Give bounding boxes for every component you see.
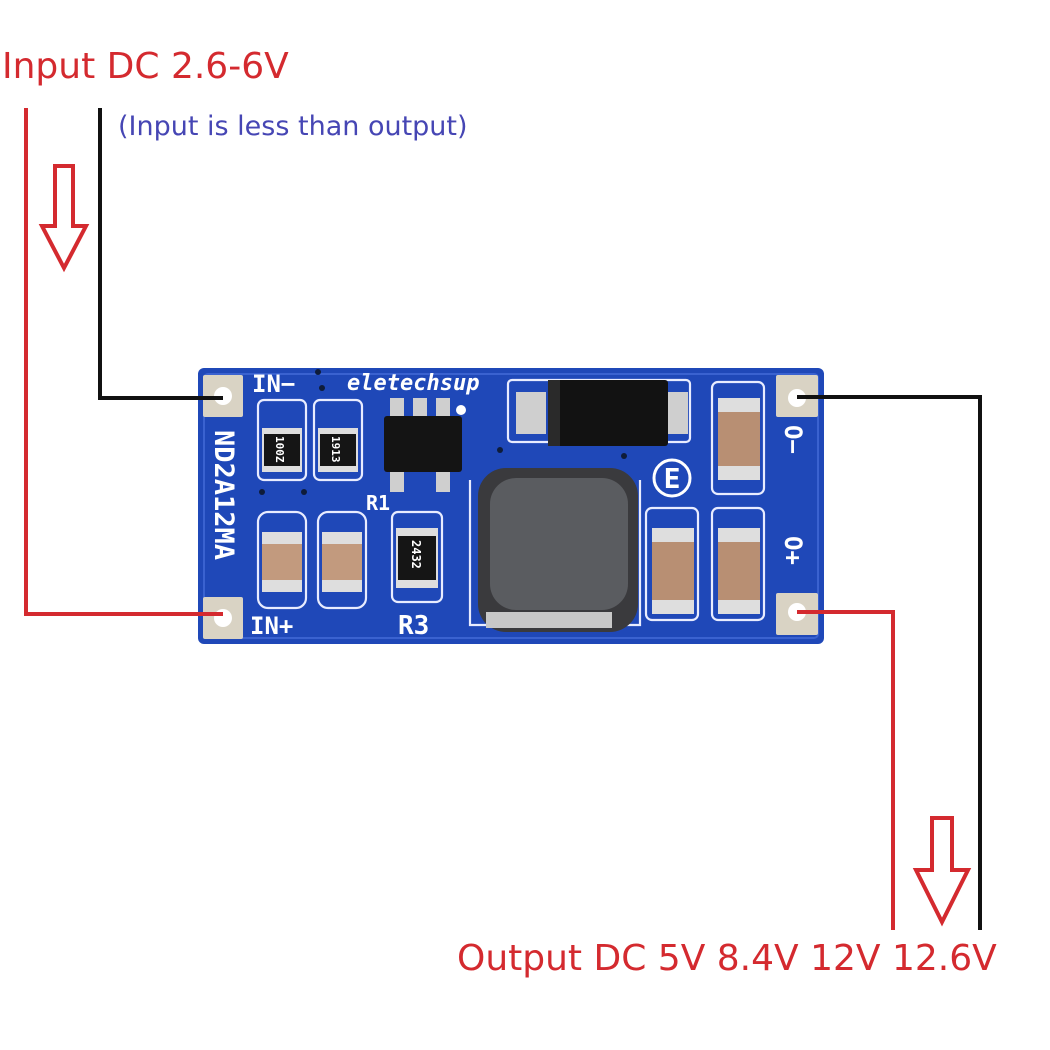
silk-in-plus: IN+: [250, 612, 293, 640]
silk-outline-c3: [316, 510, 368, 610]
silk-in-minus: IN−: [252, 370, 295, 398]
down-arrow-icon: [38, 164, 90, 273]
inductor: [478, 468, 638, 632]
input-positive-wire: [24, 108, 223, 616]
silk-out-minus: O−: [779, 425, 807, 454]
schottky-diode: [516, 380, 688, 446]
silk-outline-c1: [256, 398, 308, 482]
ce-mark-text: E: [664, 462, 681, 495]
capacitor-c-out1: [718, 398, 760, 480]
resistor-code-3: 2432: [409, 540, 423, 569]
input-note-label: (Input is less than output): [118, 111, 468, 142]
silk-model: ND2A12MA: [208, 430, 239, 560]
capacitor-c2: [262, 532, 302, 592]
pcb-board: E eletechsup IN− IN+ ND2A12MA R1 R3 O− O…: [198, 368, 824, 644]
capacitor-c3: [322, 532, 362, 592]
silk-brand: eletechsup: [347, 371, 479, 396]
silk-out-plus: O+: [779, 536, 807, 565]
silk-r3: R3: [398, 611, 429, 641]
resistor-2432: [396, 528, 438, 588]
capacitor-c-out3: [718, 528, 760, 614]
capacitor-c-out2: [652, 528, 694, 614]
silk-r1: R1: [366, 491, 390, 515]
silk-outline-r3: [390, 510, 444, 604]
output-positive-wire: [797, 610, 895, 930]
pcb-vias: [259, 369, 627, 495]
resistor-code-2: 1913: [329, 436, 342, 463]
input-voltage-label: Input DC 2.6-6V: [2, 46, 289, 87]
silk-outline-r1: [312, 398, 364, 482]
ce-mark-circle: [652, 458, 692, 498]
pad-in-plus: [203, 597, 243, 639]
resistor-code-1: 100Z: [273, 436, 286, 463]
input-negative-wire: [98, 108, 223, 400]
resistor-1913: [318, 428, 358, 472]
pcb-edge: [203, 373, 819, 639]
resistor-100z: [262, 428, 302, 472]
silk-outline-c-out3: [710, 506, 766, 622]
ic-chip: [384, 398, 466, 492]
output-negative-wire: [797, 395, 982, 930]
silk-outline-c-out1: [710, 380, 766, 496]
output-voltage-label: Output DC 5V 8.4V 12V 12.6V: [457, 938, 997, 979]
silk-outline-c2: [256, 510, 308, 610]
silk-outline-c-out2: [644, 506, 700, 622]
down-arrow-icon: [912, 816, 972, 927]
